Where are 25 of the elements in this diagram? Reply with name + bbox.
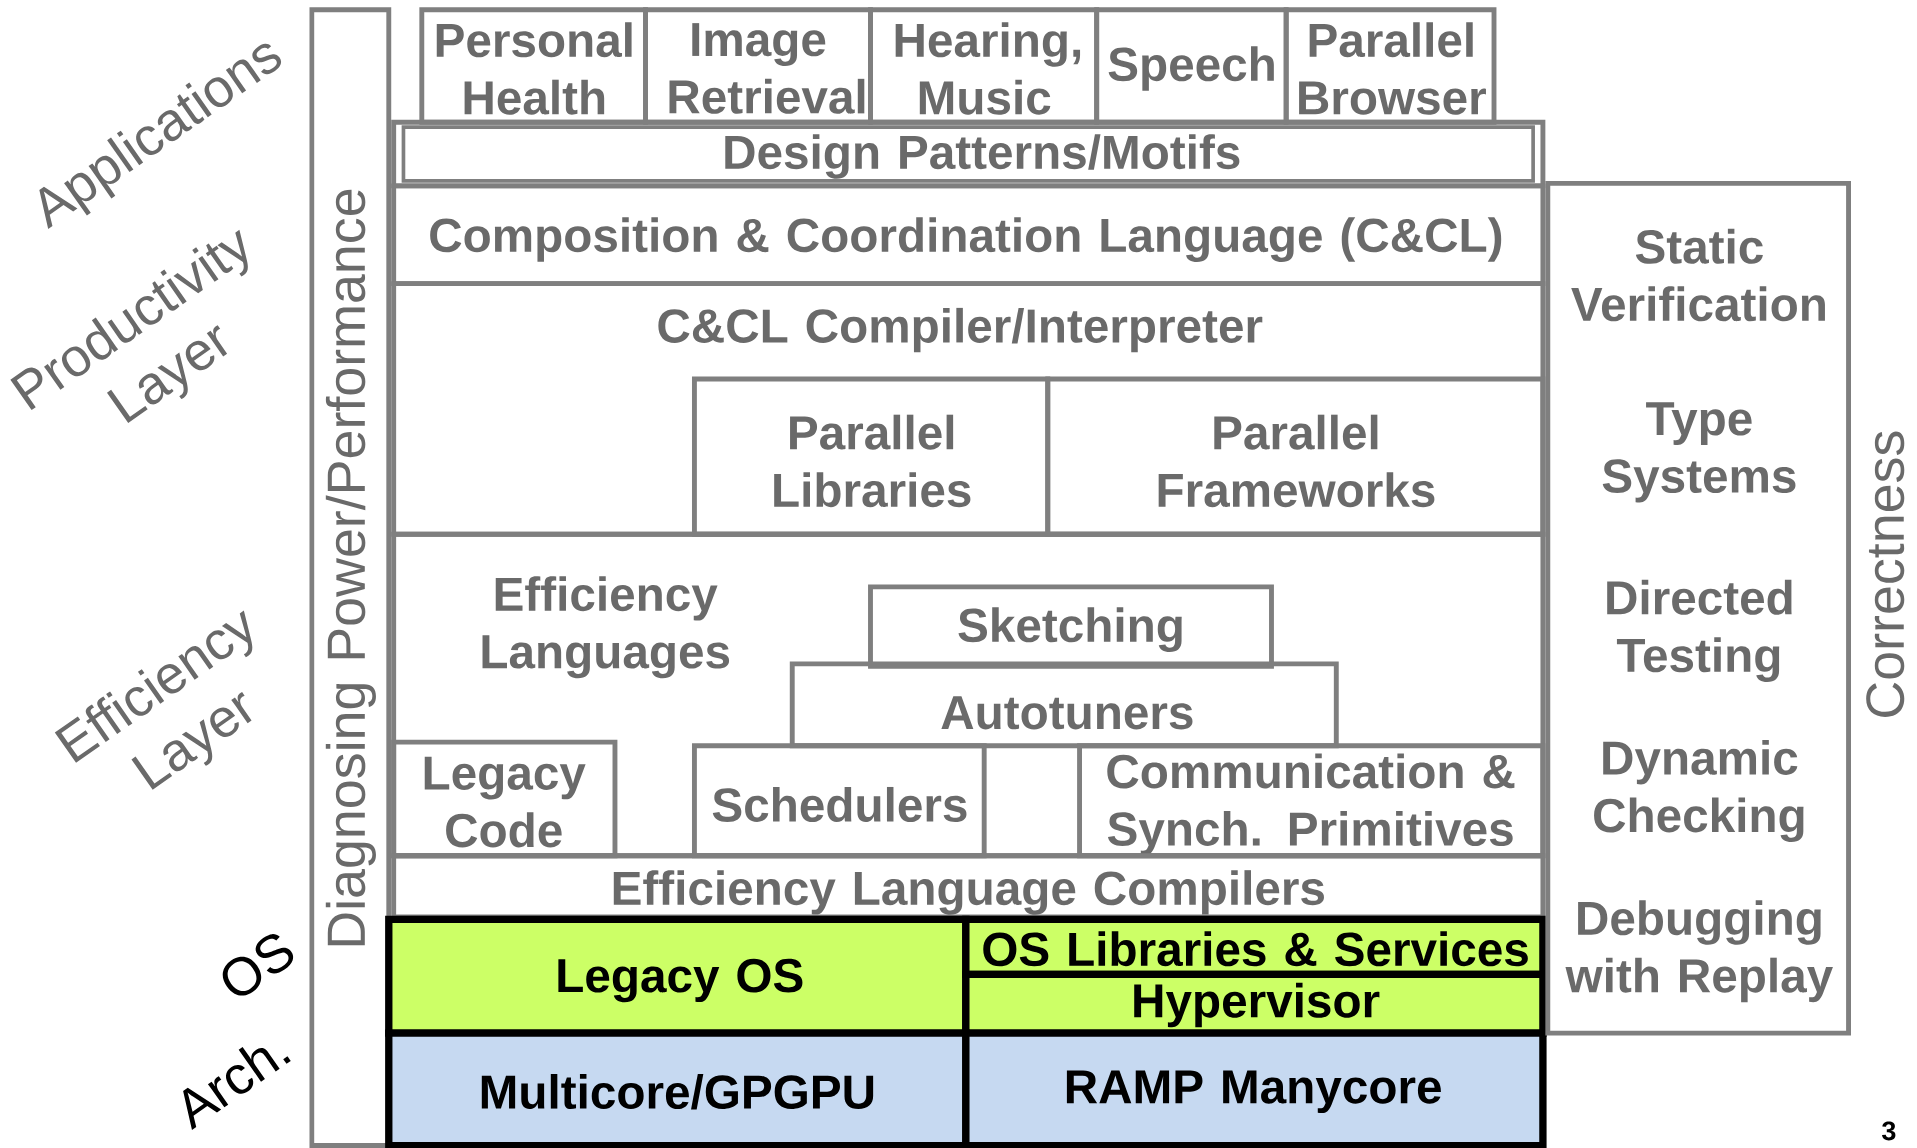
component-box: Autotuners <box>789 661 1339 749</box>
component-box: Sketching <box>868 584 1274 669</box>
component-box: Parallel Libraries <box>692 376 1051 537</box>
layer-label: Arch. <box>183 1047 291 1130</box>
os-box: OS Libraries & Services <box>962 915 1547 979</box>
vertical-band: Diagnosing Power/Performance <box>309 7 392 1148</box>
hardware-box: Multicore/GPGPU <box>385 1029 970 1148</box>
app-box: Image Retrieval <box>643 7 873 125</box>
layer-box: Composition & Coordination Language (C&CL) <box>391 183 1546 287</box>
column-box: Correctness Static Verification Type Systems Directed Testing Dynamic Checking Debugging with Replay <box>1545 180 1905 1036</box>
node-label: Correctness <box>1866 431 1905 717</box>
os-box: Hypervisor <box>962 970 1547 1037</box>
os-box: Legacy OS <box>385 915 970 1037</box>
component-box: Parallel Frameworks <box>1045 376 1546 537</box>
app-box: Parallel Browser <box>1283 7 1497 125</box>
layer-box: Design Patterns/Motifs <box>391 119 1546 189</box>
layer-label: OS <box>222 934 294 996</box>
app-box: Hearing, Music <box>868 7 1100 125</box>
component-box: Communication & Synch. Primitives <box>1077 743 1546 859</box>
component-box: Legacy Code <box>391 739 618 859</box>
hardware-box: RAMP Manycore <box>962 1029 1547 1148</box>
component-box: Schedulers <box>692 743 987 859</box>
page-number: 3 <box>1882 1121 1896 1141</box>
app-box: Speech <box>1094 7 1289 125</box>
app-box: Personal Health <box>419 7 648 125</box>
